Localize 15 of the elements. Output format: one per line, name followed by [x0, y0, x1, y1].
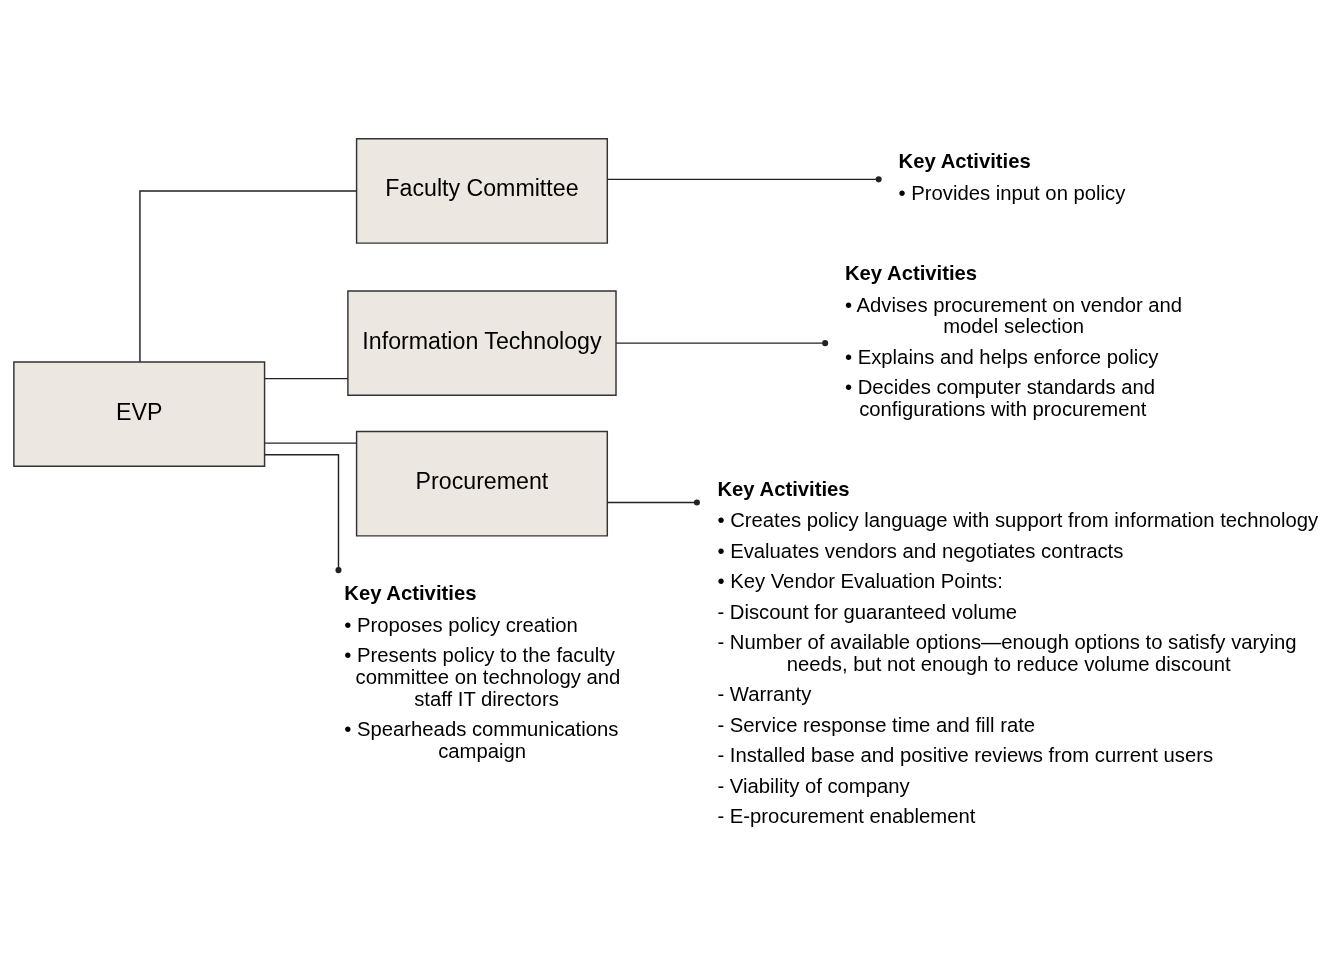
node-text: Key Activities • Proposes policy creation • Presents policy to the faculty committee on technology and staff IT directors • Spearheads communications campaign — [344, 581, 621, 762]
node-text: Key Activities • Provides input on policy — [898, 149, 1126, 204]
node-text: Key Activities • Creates policy language with support from information technology • Evaluates vendors and negotiates contracts • Key Vendor Evaluation Points: - Discount for guaranteed volume - Number of available options—enough options to satisfy varying needs, but not enough to reduce volume discount - Warranty - Service response time and fill rate - Installed base and positive reviews from current users - Viability of company - E-procurement enablement — [717, 477, 1319, 827]
connector — [606, 175, 882, 182]
node-text: Key Activities • Advises procurement on vendor and model selection • Explains and helps enforce policy • Decides computer standards and configurations with procurement — [844, 261, 1183, 420]
connector — [139, 189, 358, 363]
node-box: Information Technology — [347, 289, 617, 396]
connector — [264, 441, 357, 444]
connector — [264, 377, 349, 379]
node-box: Faculty Committee — [355, 137, 609, 244]
node-box: Procurement — [355, 430, 609, 537]
connector — [615, 339, 829, 346]
connector — [606, 499, 700, 506]
connector — [264, 453, 342, 573]
node-box: EVP — [13, 360, 266, 467]
